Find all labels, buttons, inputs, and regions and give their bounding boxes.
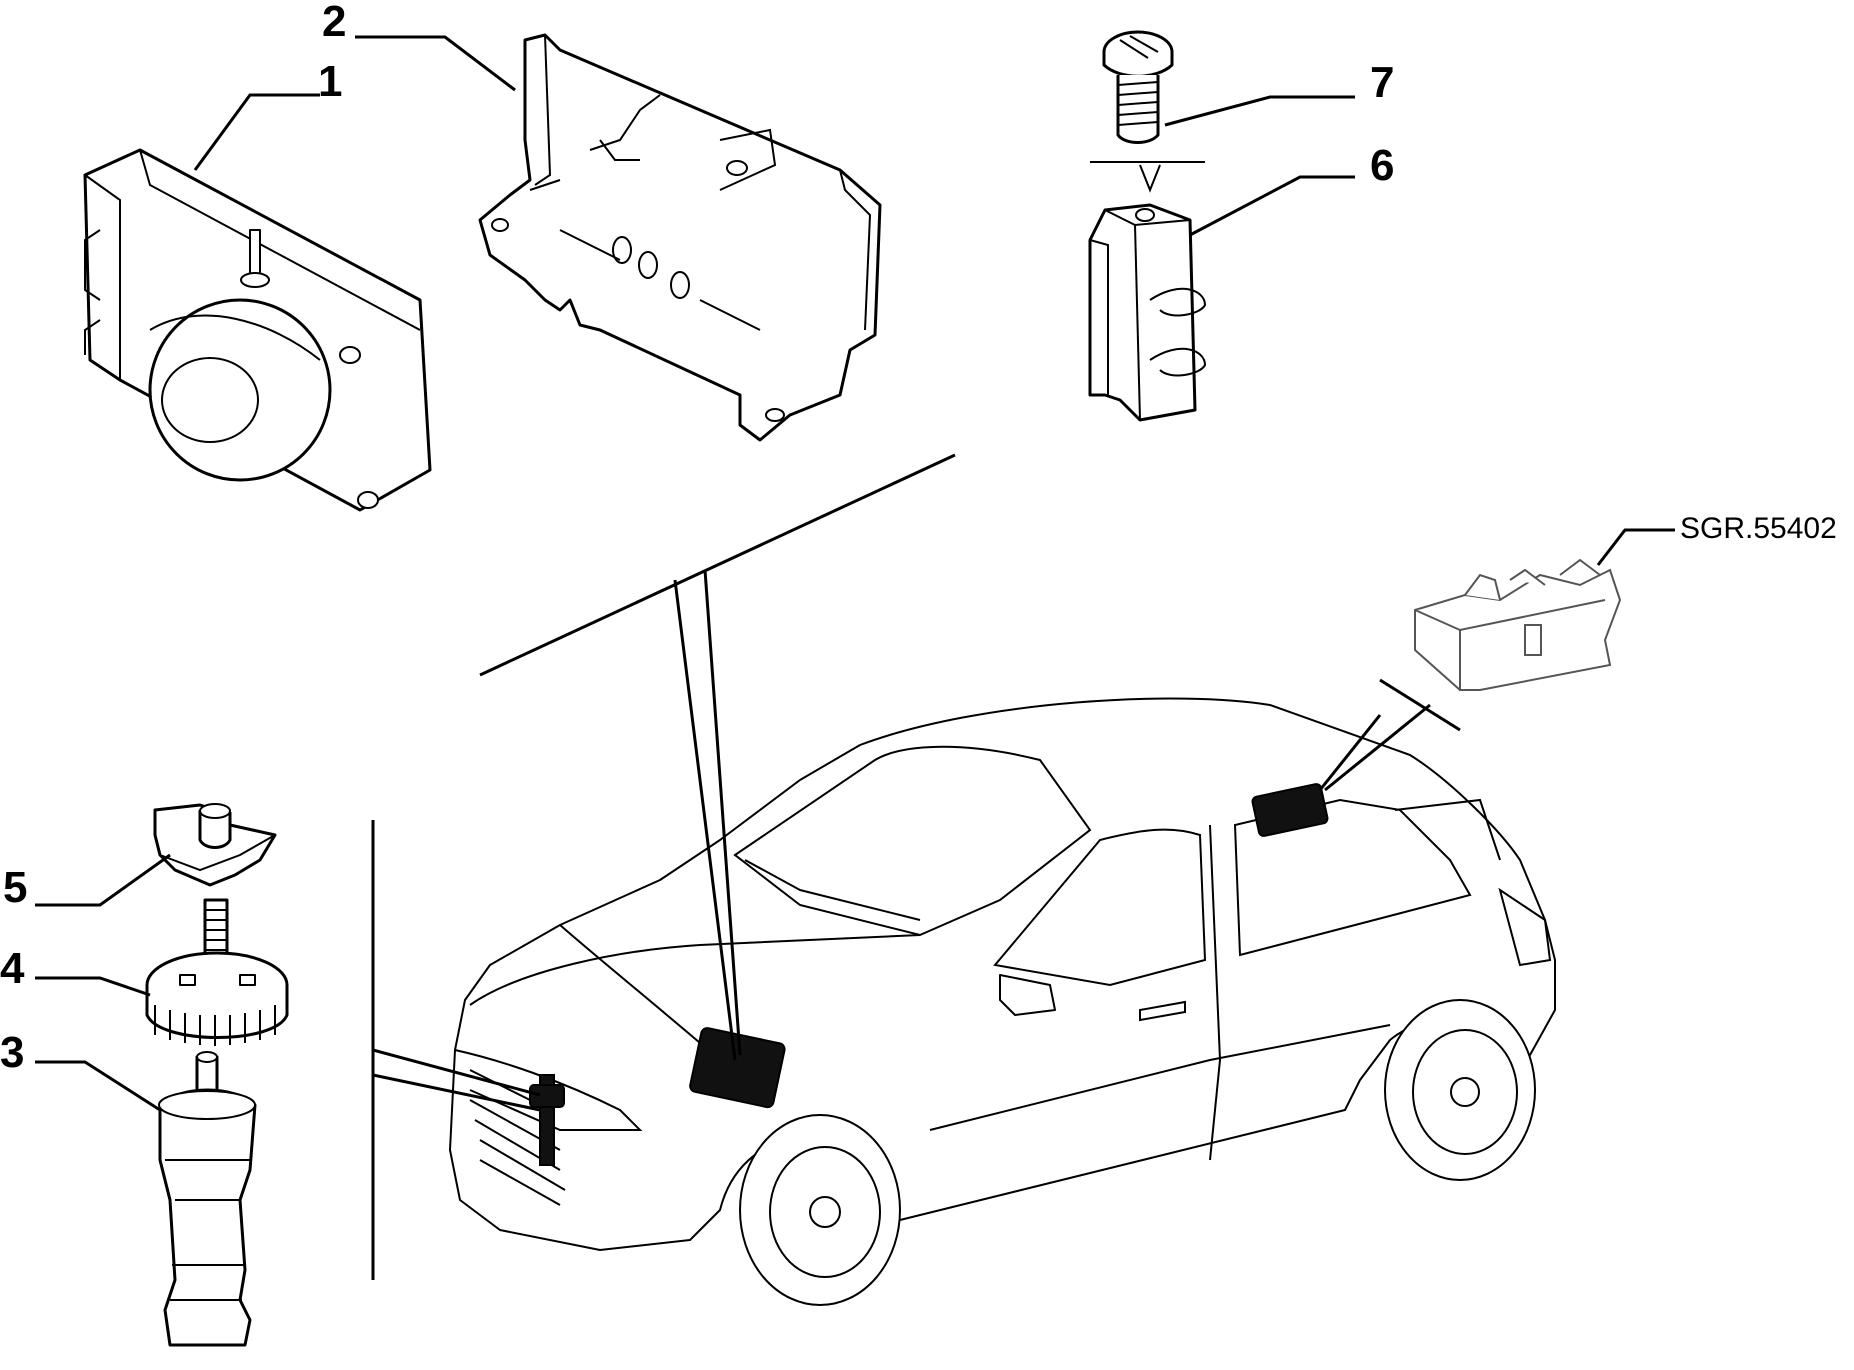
car-marker-control-unit [689, 1027, 786, 1109]
part-6-clip [1088, 203, 1207, 422]
part-4-adjuster [145, 898, 289, 1046]
callout-4: 4 [0, 944, 25, 993]
part-7-axis-line [1090, 161, 1205, 193]
callout-7: 7 [1370, 58, 1394, 107]
part-7-screw [1102, 30, 1174, 144]
callout-5: 5 [3, 863, 27, 912]
car-marker-roof-unit [1251, 783, 1329, 837]
part-5-nut [153, 803, 277, 887]
part-3-actuator [158, 1051, 257, 1347]
callout-2: 2 [322, 0, 346, 46]
reference-unit [1414, 558, 1622, 691]
car-outline [449, 697, 1556, 1306]
callout-6: 6 [1370, 141, 1394, 190]
callout-3: 3 [0, 1028, 24, 1077]
part-2-bracket [478, 33, 882, 442]
callout-leaders [35, 35, 1675, 1112]
part-1-control-unit [83, 148, 432, 512]
leader-lines [371, 453, 1461, 1280]
reference-code: SGR.55402 [1680, 512, 1837, 545]
callout-1: 1 [318, 57, 342, 106]
car-marker-actuator [529, 1074, 565, 1166]
